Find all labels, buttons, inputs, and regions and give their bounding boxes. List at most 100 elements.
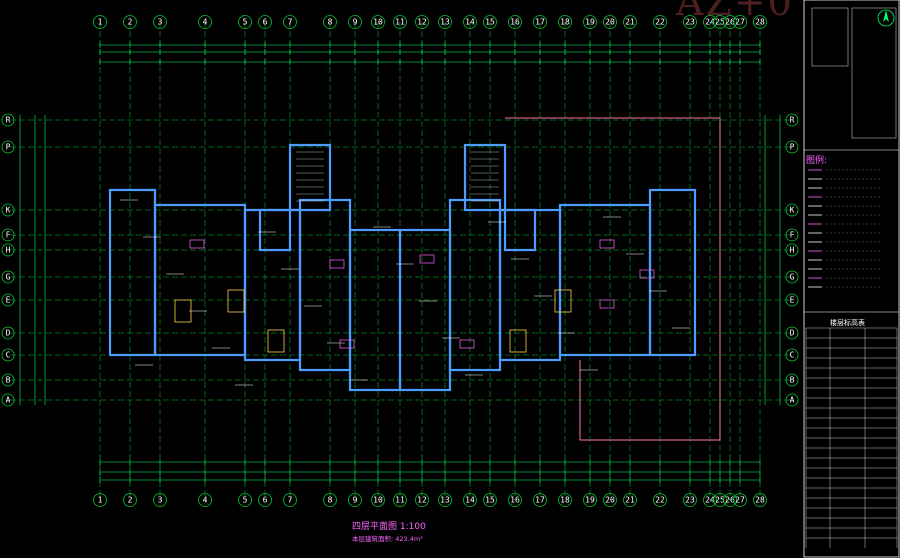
axis-bubble-circle [713,15,727,29]
building-walls [108,117,721,441]
axis-bubble-circle [785,293,799,307]
axis-bubble-top: 9 [348,15,362,29]
axis-bubble-top: 2 [123,15,137,29]
axis-bubble-circle [323,493,337,507]
wall-outline [153,203,247,357]
room-tag [189,239,205,249]
axis-bubble-label: K [790,206,795,215]
axis-bubble-label: 4 [203,18,208,27]
axis-bubble-circle [785,393,799,407]
axis-bubble-label: 23 [685,496,695,505]
axis-bubble-label: 21 [625,18,635,27]
axis-bubble-top: 7 [283,493,297,507]
furniture-block [227,289,245,313]
axis-bubble-circle [258,15,272,29]
axis-bubble-circle [733,15,747,29]
axis-bubble-circle [438,15,452,29]
axis-bubble-label: 11 [395,496,405,505]
axis-bubble-label: 23 [685,18,695,27]
axis-bubble-top: 10 [371,15,385,29]
axis-bubble-circle [371,493,385,507]
axis-bubble-top: 14 [463,493,477,507]
axis-bubble-circle [653,493,667,507]
axis-bubble-circle [438,493,452,507]
axis-bubble-circle [393,493,407,507]
axis-bubble-label: 8 [328,18,333,27]
wall-outline [243,208,302,362]
axis-bubble-top: 22 [653,493,667,507]
axis-bubble-label: 3 [158,496,163,505]
axis-bubble-top: 8 [323,493,337,507]
axis-bubble-circle [508,15,522,29]
axis-bubble-side: K [1,203,15,217]
axis-bubble-top: 28 [753,15,767,29]
axis-bubble-label: A [6,396,11,405]
axis-bubble-top: 11 [393,493,407,507]
axis-bubble-circle [583,15,597,29]
axis-bubble-label: 2 [128,18,133,27]
axis-bubble-top: 27 [733,15,747,29]
axis-bubble-circle [723,493,737,507]
axis-bubble-circle [198,15,212,29]
wall-outline [348,228,402,392]
key-plan-site [851,7,897,139]
furniture-block [554,289,572,313]
axis-bubble-circle [93,15,107,29]
axis-bubble-label: 16 [510,496,520,505]
axis-bubble-top: 28 [753,493,767,507]
axis-bubble-circle [785,270,799,284]
axis-bubble-circle [785,243,799,257]
axis-bubble-top: 13 [438,15,452,29]
axis-bubble-top: 17 [533,15,547,29]
axis-bubble-label: 9 [353,18,358,27]
axis-bubble-side: G [785,270,799,284]
axis-bubble-circle [558,15,572,29]
axis-bubble-side: P [785,140,799,154]
axis-bubble-circle [1,140,15,154]
key-plan-frame [811,7,849,67]
wall-outline [288,143,332,212]
axis-bubble-circle [583,493,597,507]
axis-bubble-label: A [790,396,795,405]
axis-bubble-side: E [1,293,15,307]
axis-bubble-circle [93,493,107,507]
axis-bubble-circle [508,493,522,507]
axis-bubble-circle [1,373,15,387]
axis-bubble-top: 2 [123,493,137,507]
axis-bubble-circle [713,493,727,507]
room-tag [329,259,345,269]
room-tag [419,254,435,264]
drawing-area-note: 本层建筑面积: 423.4m² [352,535,423,543]
axis-bubble-side: F [1,228,15,242]
axis-bubble-label: B [790,376,795,385]
legend-title: 图例: [806,156,828,166]
axis-bubble-label: 5 [243,18,248,27]
axis-bubble-circle [533,15,547,29]
wall-outline [498,208,562,362]
axis-bubble-label: F [6,231,11,240]
room-tag [599,239,615,249]
axis-bubble-circle [785,140,799,154]
axis-bubble-label: K [6,206,11,215]
axis-bubble-circle [1,348,15,362]
axis-bubble-circle [198,493,212,507]
axis-bubble-label: H [6,246,11,255]
axis-bubble-label: 28 [755,496,765,505]
axis-bubble-circle [785,326,799,340]
furniture-block [509,329,527,353]
axis-bubble-circle [283,493,297,507]
axis-bubble-top: 25 [713,493,727,507]
axis-bubble-circle [733,493,747,507]
axis-bubble-side: A [785,393,799,407]
axis-bubble-circle [483,493,497,507]
axis-bubble-top: 12 [415,493,429,507]
title-block [803,0,900,558]
axis-bubble-top: 7 [283,15,297,29]
axis-bubble-label: 3 [158,18,163,27]
axis-bubble-label: 10 [373,18,383,27]
axis-bubble-top: 1 [93,493,107,507]
axis-bubble-circle [348,493,362,507]
axis-bubble-circle [1,270,15,284]
axis-bubble-side: H [1,243,15,257]
